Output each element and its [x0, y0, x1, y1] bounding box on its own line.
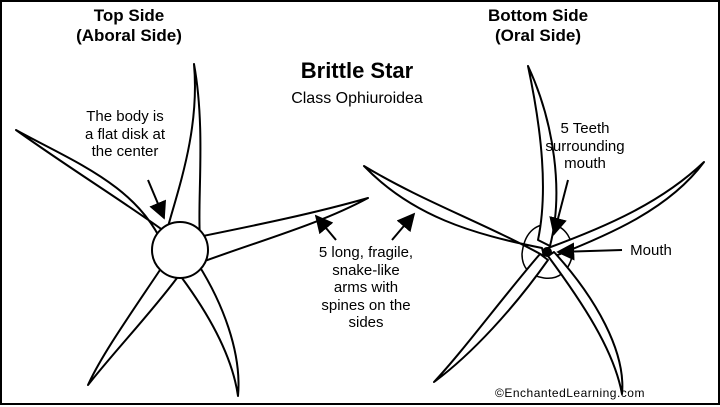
- page-subtitle: Class Ophiuroidea: [291, 90, 423, 107]
- top-side-heading: Top Side (Aboral Side): [64, 6, 194, 46]
- teeth-label-line2: surrounding: [545, 137, 625, 155]
- aboral-arm-lower-right: [181, 263, 240, 397]
- teeth-label-line3: mouth: [564, 155, 606, 173]
- top-side-heading-line2: (Aboral Side): [76, 25, 182, 45]
- body-label-line1: The body is: [86, 108, 164, 125]
- aboral-arm-left: [15, 129, 169, 253]
- arms-label-line2: snake-like: [332, 261, 400, 279]
- body-arrow: [147, 179, 167, 220]
- aboral-arm-lower-left: [87, 263, 178, 386]
- arms-label-line3: arms with: [333, 279, 399, 297]
- page-title: Brittle Star: [300, 58, 414, 83]
- arms-label: 5 long, fragile, snake-like arms with sp…: [304, 244, 428, 332]
- pointer-arrows: [147, 179, 623, 261]
- body-disk-label: The body is a flat disk at the center: [62, 108, 188, 161]
- teeth-label: 5 Teeth surrounding mouth: [530, 120, 640, 173]
- aboral-central-disk: [151, 221, 209, 279]
- arms-label-line5: sides: [348, 314, 384, 332]
- mouth-arrow: [556, 242, 623, 261]
- teeth-label-line1: 5 Teeth: [560, 120, 610, 137]
- aboral-star: [15, 63, 369, 397]
- body-label-line3: the center: [91, 143, 159, 161]
- arms-arrow-right: [391, 212, 416, 241]
- aboral-arm-right: [197, 197, 369, 263]
- oral-star: [363, 65, 705, 395]
- arms-arrow-left: [314, 214, 337, 241]
- oral-arm-lower-right: [547, 251, 624, 395]
- copyright-credit: ©EnchantedLearning.com: [495, 386, 645, 400]
- oral-arm-lower-left: [433, 253, 549, 383]
- bottom-side-heading-line2: (Oral Side): [495, 25, 581, 45]
- aboral-arm-top: [165, 63, 202, 239]
- oral-arm-left: [363, 165, 545, 257]
- top-side-heading-line1: Top Side: [93, 6, 165, 25]
- oral-arm-top: [527, 65, 558, 247]
- teeth-arrow: [549, 179, 569, 236]
- mouth-icon: [542, 247, 552, 257]
- mouth-label: Mouth: [630, 242, 672, 259]
- bottom-side-heading-line1: Bottom Side: [487, 6, 589, 25]
- oral-arm-right: [547, 161, 705, 259]
- arms-label-line1: 5 long, fragile,: [318, 244, 414, 261]
- bottom-side-heading: Bottom Side (Oral Side): [464, 6, 612, 46]
- body-label-line2: a flat disk at: [84, 125, 166, 143]
- arms-label-line4: spines on the: [321, 296, 411, 314]
